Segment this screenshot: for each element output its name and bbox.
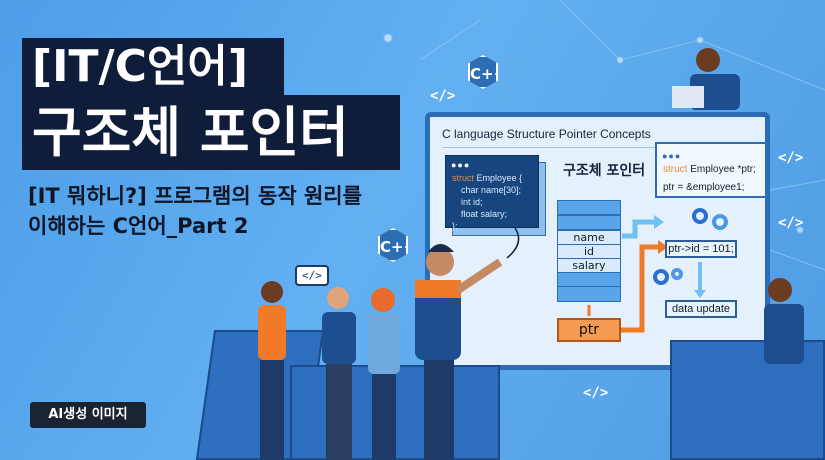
person-right bbox=[764, 278, 804, 364]
person-woman-tablet bbox=[258, 281, 286, 460]
window-dots-icon: ●●● bbox=[451, 160, 471, 170]
code-tag-icon: </> bbox=[430, 88, 456, 104]
data-update-box: data update bbox=[665, 300, 737, 318]
memory-cell bbox=[557, 200, 621, 215]
memory-cell bbox=[557, 215, 621, 230]
code-tag-icon: </> bbox=[778, 215, 804, 231]
speech-bubble-code: </> bbox=[295, 265, 329, 286]
person-woman-orange-hair bbox=[368, 288, 400, 460]
struct-code-card: ●●● struct Employee { char name[30]; int… bbox=[445, 155, 539, 231]
memory-field-salary: salary bbox=[557, 258, 621, 273]
code-tag-icon: </> bbox=[583, 385, 609, 401]
code-tag-icon: </> bbox=[778, 150, 804, 166]
orange-arrow-icon bbox=[621, 244, 660, 333]
gears-icon bbox=[653, 208, 728, 285]
ptr-box: ptr bbox=[557, 318, 621, 342]
person-presenter bbox=[415, 244, 503, 460]
ai-generated-badge: AI생성 이미지 bbox=[30, 402, 146, 428]
blue-arrow-icon bbox=[622, 219, 655, 239]
title-line-2: 구조체 포인터 bbox=[22, 95, 400, 170]
memory-cell bbox=[557, 286, 621, 302]
workstation-desk bbox=[670, 340, 825, 460]
window-dots-icon: ●●● bbox=[662, 151, 682, 161]
pointer-code-card: ●●● struct Employee *ptr; ptr = &employe… bbox=[655, 142, 767, 198]
subtitle-line-2: 이해하는 C언어_Part 2 bbox=[28, 214, 249, 238]
board-title: C language Structure Pointer Concepts bbox=[442, 127, 651, 141]
person-man-beard bbox=[322, 287, 356, 460]
subtitle-line-1: [IT 뭐하니?] 프로그램의 동작 원리를 bbox=[28, 184, 362, 208]
board-heading: 구조체 포인터 bbox=[563, 163, 646, 179]
person-laptop-top bbox=[672, 48, 740, 110]
assign-box: ptr->id = 101; bbox=[665, 240, 737, 258]
divider bbox=[442, 147, 753, 148]
title-line-1: [IT/C언어] bbox=[22, 38, 284, 96]
memory-field-name: name bbox=[557, 230, 621, 245]
